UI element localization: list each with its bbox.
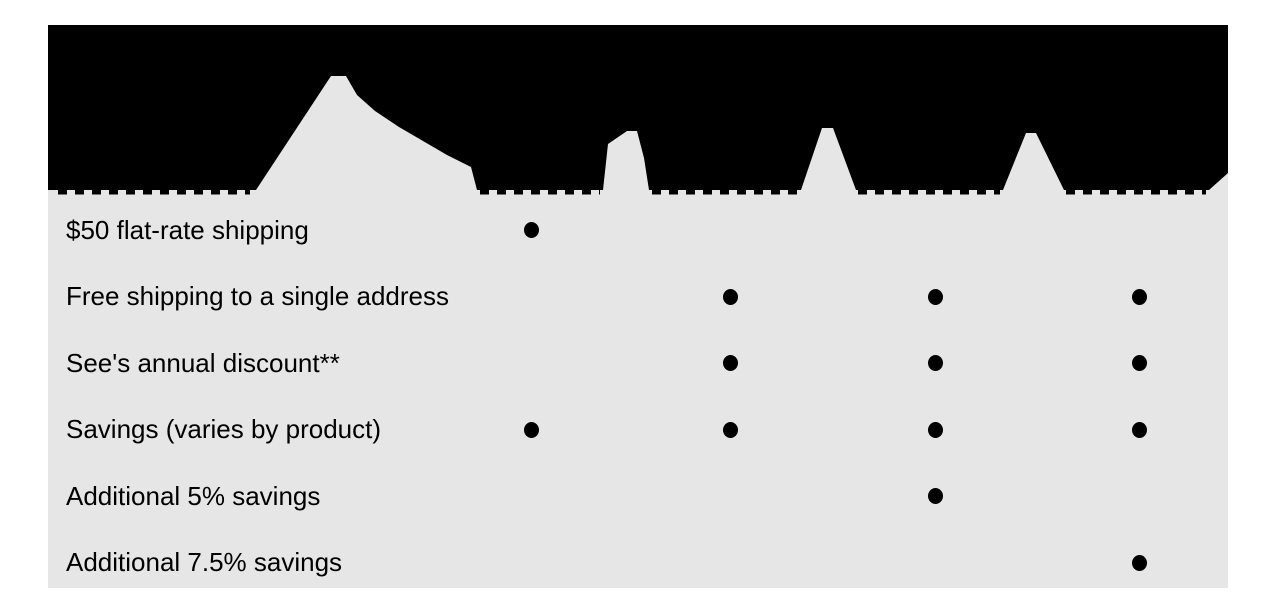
feature-label: Additional 5% savings bbox=[66, 480, 321, 511]
feature-label: Free shipping to a single address bbox=[66, 281, 450, 312]
table-row: Free shipping to a single address bbox=[48, 264, 1228, 331]
feature-dot bbox=[723, 355, 738, 372]
feature-dot bbox=[928, 288, 943, 305]
table-row: Additional 7.5% savings bbox=[48, 530, 1228, 597]
feature-label: $50 flat-rate shipping bbox=[66, 214, 309, 245]
feature-dot bbox=[723, 288, 738, 305]
feature-label: See's annual discount** bbox=[66, 347, 340, 378]
header-band-shape bbox=[48, 25, 1228, 190]
feature-dot bbox=[928, 421, 943, 438]
header-silhouette bbox=[48, 25, 1228, 195]
feature-label: Additional 7.5% savings bbox=[66, 547, 343, 578]
feature-dot bbox=[928, 355, 943, 372]
table-row: Savings (varies by product) bbox=[48, 397, 1228, 464]
table-row: Additional 5% savings bbox=[48, 463, 1228, 530]
feature-dot bbox=[723, 421, 738, 438]
feature-label: Savings (varies by product) bbox=[66, 414, 382, 445]
feature-dot bbox=[1132, 554, 1147, 571]
feature-dot bbox=[1132, 355, 1147, 372]
feature-dot bbox=[524, 421, 539, 438]
feature-dot bbox=[1132, 288, 1147, 305]
table-row: $50 flat-rate shipping bbox=[48, 197, 1228, 264]
feature-dot bbox=[1132, 421, 1147, 438]
table-row: See's annual discount** bbox=[48, 330, 1228, 397]
feature-dot bbox=[524, 222, 539, 239]
feature-dot bbox=[928, 488, 943, 505]
